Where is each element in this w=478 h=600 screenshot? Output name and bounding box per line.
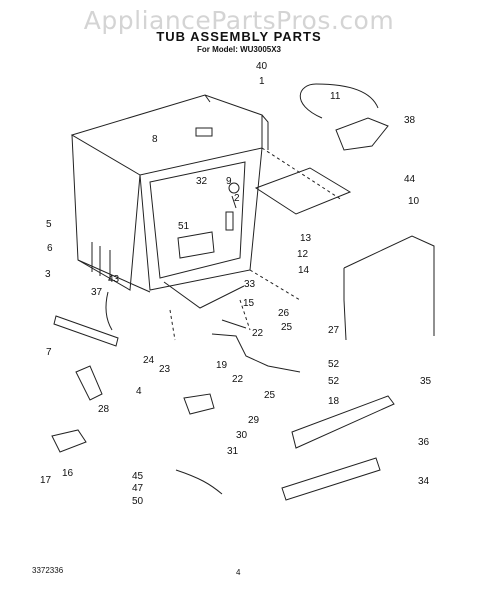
callout-label: 29	[248, 415, 260, 426]
callout-label: 38	[404, 115, 416, 126]
callout-label: 3	[45, 269, 51, 280]
callout-label: 27	[328, 325, 340, 336]
callout-label: 40	[256, 61, 268, 72]
callout-label: 22	[232, 374, 244, 385]
callout-label: 45	[132, 471, 144, 482]
callout-label: 2	[234, 193, 240, 204]
callout-label: 17	[40, 475, 52, 486]
page-number: 4	[236, 568, 241, 577]
callout-label: 37	[91, 287, 103, 298]
callout-label: 14	[298, 265, 310, 276]
callout-label: 13	[300, 233, 312, 244]
document-code: 3372336	[32, 566, 64, 575]
callout-label: 33	[244, 279, 256, 290]
water-pipe-part	[211, 319, 301, 373]
callout-label: 30	[236, 430, 248, 441]
callout-label: 9	[226, 176, 232, 187]
tub-internal-parts	[163, 127, 245, 309]
door-panel-part	[291, 395, 395, 449]
hose-part	[299, 83, 379, 119]
callout-label: 51	[178, 221, 190, 232]
callout-label: 34	[418, 476, 430, 487]
callout-label: 24	[143, 355, 155, 366]
callout-label: 16	[62, 468, 74, 479]
callout-label: 10	[408, 196, 420, 207]
watermark: AppliancePartsPros.com	[83, 6, 395, 35]
kick-panel-part	[281, 457, 381, 501]
callout-label: 23	[159, 364, 171, 375]
callout-label: 36	[418, 437, 430, 448]
left-bracket-part	[53, 315, 119, 347]
callout-label: 50	[132, 496, 144, 507]
callout-label: 47	[132, 483, 144, 494]
tub-body	[70, 94, 269, 293]
switch-part	[51, 429, 87, 453]
callout-label: 19	[216, 360, 228, 371]
callout-label: 43	[108, 274, 120, 285]
dispenser-bracket-part	[335, 117, 389, 151]
callout-label: 7	[46, 347, 52, 358]
callout-label: 22	[252, 328, 264, 339]
callout-label: 12	[297, 249, 309, 260]
callout-labels: 40 1 11 38 8 44 32 9 2 10 51 13 12 14 5 …	[40, 61, 432, 507]
callout-label: 1	[259, 76, 265, 87]
callout-label: 52	[328, 376, 340, 387]
filter-lid-part	[254, 167, 352, 215]
callout-label: 35	[420, 376, 432, 387]
callout-label: 25	[264, 390, 276, 401]
callout-label: 5	[46, 219, 52, 230]
hose-clamp-part	[105, 291, 113, 331]
callout-label: 4	[136, 386, 142, 397]
side-gasket-part	[343, 235, 435, 341]
callout-label: 31	[227, 446, 239, 457]
callout-label: 15	[243, 298, 255, 309]
spring-bracket-part	[75, 365, 103, 401]
callout-label: 11	[330, 91, 341, 102]
callout-label: 44	[404, 174, 416, 185]
callout-label: 32	[196, 176, 208, 187]
callout-label: 28	[98, 404, 110, 415]
model-subtitle: For Model: WU3005X3	[196, 45, 281, 54]
wiring-harness-part	[175, 469, 223, 495]
page-title: TUB ASSEMBLY PARTS	[156, 29, 322, 44]
callout-label: 26	[278, 308, 290, 319]
callout-label: 18	[328, 396, 340, 407]
callout-label: 52	[328, 359, 340, 370]
valve-part	[183, 393, 215, 415]
callout-label: 8	[152, 134, 158, 145]
callout-label: 6	[47, 243, 53, 254]
callout-label: 25	[281, 322, 293, 333]
